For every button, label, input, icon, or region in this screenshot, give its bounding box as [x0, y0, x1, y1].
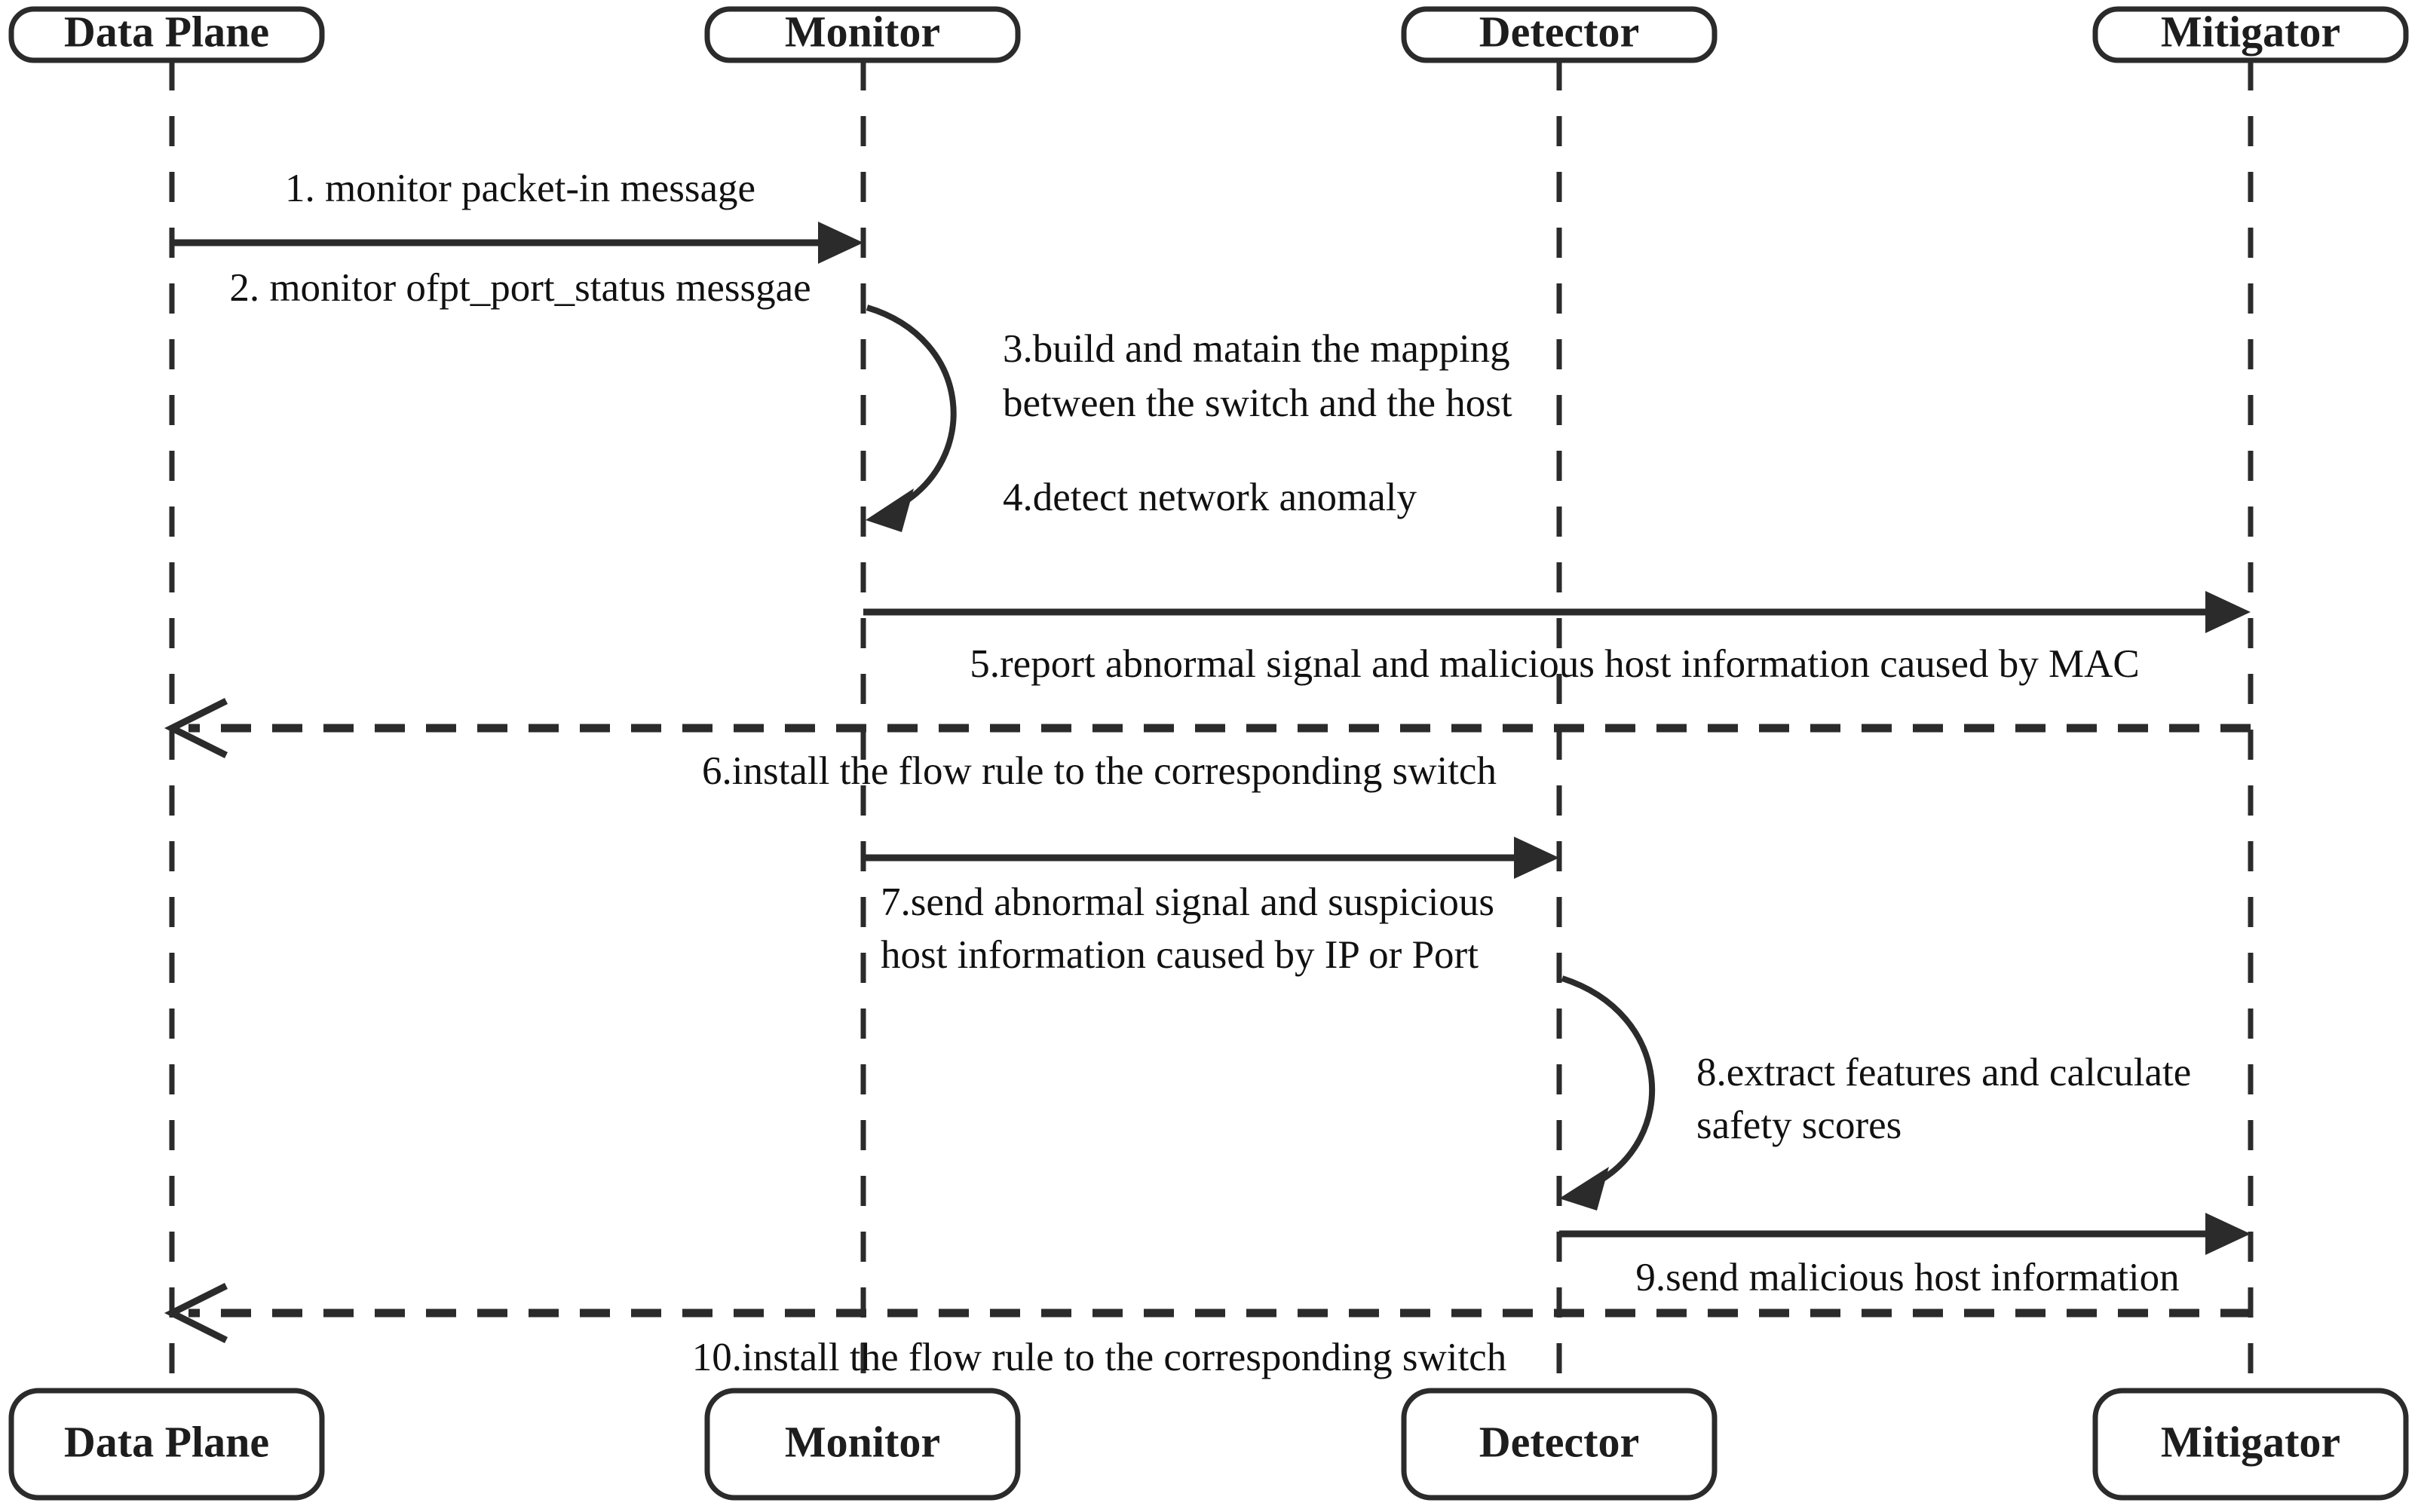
message-label-2: 2. monitor ofpt_port_status messgae — [229, 266, 811, 310]
arrowhead-filled-9 — [2205, 1213, 2251, 1255]
participant-box-mitigator-bottom[interactable]: Mitigator — [2092, 1388, 2409, 1501]
message-label-10: 10.install the flow rule to the correspo… — [692, 1336, 1506, 1379]
arrowhead-open-6 — [164, 697, 228, 759]
participant-label-monitor-bottom: Monitor — [785, 1417, 940, 1466]
box-outline-detector-top — [1401, 6, 1718, 63]
participant-label-data-plane-top: Data Plane — [64, 7, 269, 56]
self-loop-path-detector — [1561, 975, 1656, 1188]
participant-box-detector-bottom[interactable]: Detector — [1401, 1388, 1718, 1501]
message-arrow-7 — [863, 837, 1559, 879]
message-label-7-line1: 7.send abnormal signal and suspicious — [881, 880, 1494, 924]
box-outline-mitigator-bottom — [2092, 1388, 2409, 1501]
participant-box-monitor-bottom[interactable]: Monitor — [704, 1388, 1021, 1501]
message-arrow-10 — [164, 1282, 2251, 1344]
bottom-participant-boxes: Data Plane Monitor Detector Mitigator — [8, 1388, 2409, 1501]
message-label-5: 5.report abnormal signal and malicious h… — [970, 642, 2139, 686]
message-label-7-line2: host information caused by IP or Port — [881, 933, 1479, 977]
box-outline-data-plane-top — [8, 6, 325, 63]
message-label-9: 9.send malicious host information — [1635, 1256, 2179, 1299]
arrowhead-filled-7 — [1514, 837, 1559, 879]
participant-box-monitor-top[interactable]: Monitor — [704, 6, 1021, 63]
arrowhead-open-10 — [164, 1282, 228, 1344]
participant-box-data-plane-top[interactable]: Data Plane — [8, 6, 325, 63]
message-label-3-line2: between the switch and the host — [1003, 381, 1512, 425]
participant-box-data-plane-bottom[interactable]: Data Plane — [8, 1388, 325, 1501]
arrowhead-filled-monitor-loop — [866, 488, 914, 532]
message-label-3-line1: 3.build and matain the mapping — [1003, 327, 1510, 371]
message-label-8-line2: safety scores — [1696, 1103, 1902, 1147]
top-participant-boxes: Data Plane Monitor Detector Mitigator — [8, 6, 2409, 63]
participant-box-detector-top[interactable]: Detector — [1401, 6, 1718, 63]
box-outline-mitigator-top — [2092, 6, 2409, 63]
message-self-loop-monitor — [866, 305, 957, 532]
participant-box-mitigator-top[interactable]: Mitigator — [2092, 6, 2409, 63]
message-arrow-1 — [172, 222, 863, 264]
box-outline-data-plane-bottom — [8, 1388, 325, 1501]
box-outline-monitor-top — [704, 6, 1021, 63]
message-arrow-5 — [863, 591, 2251, 633]
participant-label-mitigator-bottom: Mitigator — [2161, 1417, 2340, 1466]
message-label-8-line1: 8.extract features and calculate — [1696, 1051, 2191, 1094]
arrowhead-filled-5 — [2205, 591, 2251, 633]
message-label-6: 6.install the flow rule to the correspon… — [702, 749, 1497, 793]
arrowhead-filled-1 — [818, 222, 863, 264]
box-outline-monitor-bottom — [704, 1388, 1021, 1501]
participant-label-detector-top: Detector — [1479, 7, 1640, 56]
box-outline-detector-bottom — [1401, 1388, 1718, 1501]
self-loop-path-monitor — [866, 305, 957, 510]
message-arrow-6 — [164, 697, 2251, 759]
message-label-1: 1. monitor packet-in message — [285, 167, 755, 210]
arrowhead-filled-detector-loop — [1559, 1167, 1609, 1211]
participant-label-monitor-top: Monitor — [785, 7, 940, 56]
participant-label-data-plane-bottom: Data Plane — [64, 1417, 269, 1466]
participant-label-mitigator-top: Mitigator — [2161, 7, 2340, 56]
participant-label-detector-bottom: Detector — [1479, 1417, 1640, 1466]
message-label-4: 4.detect network anomaly — [1003, 476, 1417, 519]
message-arrow-9 — [1559, 1213, 2251, 1255]
message-self-loop-detector — [1559, 975, 1656, 1211]
